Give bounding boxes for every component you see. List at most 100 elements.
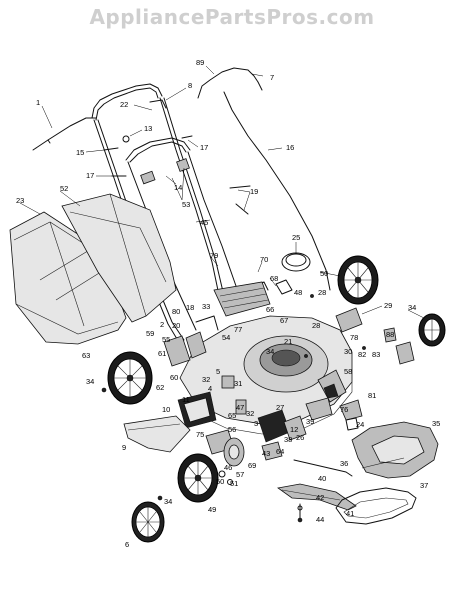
part-bolt <box>103 147 119 151</box>
part-mulch-baffle <box>351 421 439 479</box>
callout-11: 11 <box>182 395 190 404</box>
callout-40: 40 <box>318 474 326 483</box>
callout-61: 61 <box>158 349 166 358</box>
callout-7: 7 <box>270 73 274 82</box>
callout-51: 51 <box>230 479 238 488</box>
callout-55: 55 <box>162 335 170 344</box>
callout-78: 78 <box>350 333 358 342</box>
part-bag-frame <box>61 193 177 323</box>
callout-63: 63 <box>82 351 90 360</box>
callout-6: 6 <box>125 540 129 549</box>
callout-9: 9 <box>122 443 126 452</box>
callout-36: 36 <box>340 459 348 468</box>
callout-88: 88 <box>386 330 394 339</box>
part-control-cable <box>223 91 331 291</box>
callout-26: 26 <box>296 433 304 442</box>
callout-50: 50 <box>216 477 224 486</box>
part-24 <box>345 417 359 431</box>
callout-28: 28 <box>318 288 326 297</box>
part-bracket-48 <box>275 279 293 295</box>
callout-83: 83 <box>372 350 380 359</box>
part-mower-blade <box>276 483 357 511</box>
callout-18: 18 <box>186 303 194 312</box>
callout-60: 60 <box>170 373 178 382</box>
callout-79: 79 <box>210 251 218 260</box>
callout-41: 41 <box>346 509 354 518</box>
callout-32: 32 <box>246 409 254 418</box>
callout-24: 24 <box>356 420 364 429</box>
callout-14: 14 <box>174 183 182 192</box>
callout-22: 22 <box>120 100 128 109</box>
callout-47: 47 <box>236 403 244 412</box>
part-83 <box>395 341 415 365</box>
callout-32: 32 <box>202 375 210 384</box>
callout-69: 69 <box>248 461 256 470</box>
callout-29: 29 <box>384 301 392 310</box>
part-operator-bar <box>199 67 259 93</box>
callout-30: 30 <box>344 347 352 356</box>
part-27 <box>305 397 333 421</box>
callout-2: 2 <box>160 320 164 329</box>
site-watermark: AppliancePartsPros.com <box>89 5 374 29</box>
callout-20: 20 <box>172 321 180 330</box>
callout-59: 59 <box>146 329 154 338</box>
part-discharge-deflector <box>123 415 191 453</box>
callout-38: 38 <box>284 435 292 444</box>
part-32 <box>235 399 247 415</box>
callout-46: 46 <box>224 463 232 472</box>
callout-62: 62 <box>156 383 164 392</box>
callout-68: 68 <box>270 274 278 283</box>
part-knob <box>122 135 130 143</box>
callout-58: 58 <box>344 367 352 376</box>
part-control-bar-left <box>35 117 97 149</box>
part-76 <box>339 399 363 421</box>
part-46 <box>218 470 226 478</box>
part-hubcap-wheel <box>131 501 165 543</box>
callout-81: 81 <box>368 391 376 400</box>
callout-35: 35 <box>432 419 440 428</box>
callout-4: 4 <box>208 384 212 393</box>
callout-33: 33 <box>202 302 210 311</box>
part-88 <box>383 327 397 343</box>
part-drive-belt <box>335 487 417 525</box>
part-mower-deck <box>179 315 353 435</box>
callout-19: 19 <box>250 187 258 196</box>
callout-64: 64 <box>276 447 284 456</box>
callout-1: 1 <box>36 98 40 107</box>
callout-17: 17 <box>200 143 208 152</box>
callout-34: 34 <box>408 303 416 312</box>
callout-77: 77 <box>234 325 242 334</box>
callout-76: 76 <box>340 405 348 414</box>
callout-89: 89 <box>196 58 204 67</box>
part-height-adjuster-left <box>163 335 191 367</box>
callout-43: 43 <box>262 449 270 458</box>
callout-34: 34 <box>164 497 172 506</box>
callout-52: 52 <box>60 184 68 193</box>
part-4 <box>221 375 235 389</box>
callout-80: 80 <box>172 307 180 316</box>
callout-50: 50 <box>320 269 328 278</box>
callout-8: 8 <box>188 81 192 90</box>
callout-21: 21 <box>284 337 292 346</box>
part-rear-left-wheel <box>107 351 153 405</box>
callout-12: 12 <box>290 425 298 434</box>
callout-39: 39 <box>306 417 314 426</box>
callout-3: 3 <box>254 419 258 428</box>
callout-15: 15 <box>76 148 84 157</box>
callout-65: 65 <box>228 411 236 420</box>
callout-37: 37 <box>420 481 428 490</box>
callout-13: 13 <box>144 124 152 133</box>
callout-17: 17 <box>86 171 94 180</box>
callout-23: 23 <box>16 196 24 205</box>
callout-49: 49 <box>208 505 216 514</box>
callout-25: 25 <box>292 233 300 242</box>
parts-artwork <box>9 67 446 543</box>
callout-28: 28 <box>312 321 320 330</box>
callout-45: 45 <box>200 218 208 227</box>
callout-27: 27 <box>276 403 284 412</box>
callout-16: 16 <box>286 143 294 152</box>
callout-5: 5 <box>216 367 220 376</box>
callout-34: 34 <box>86 377 94 386</box>
callout-54: 54 <box>222 333 230 342</box>
